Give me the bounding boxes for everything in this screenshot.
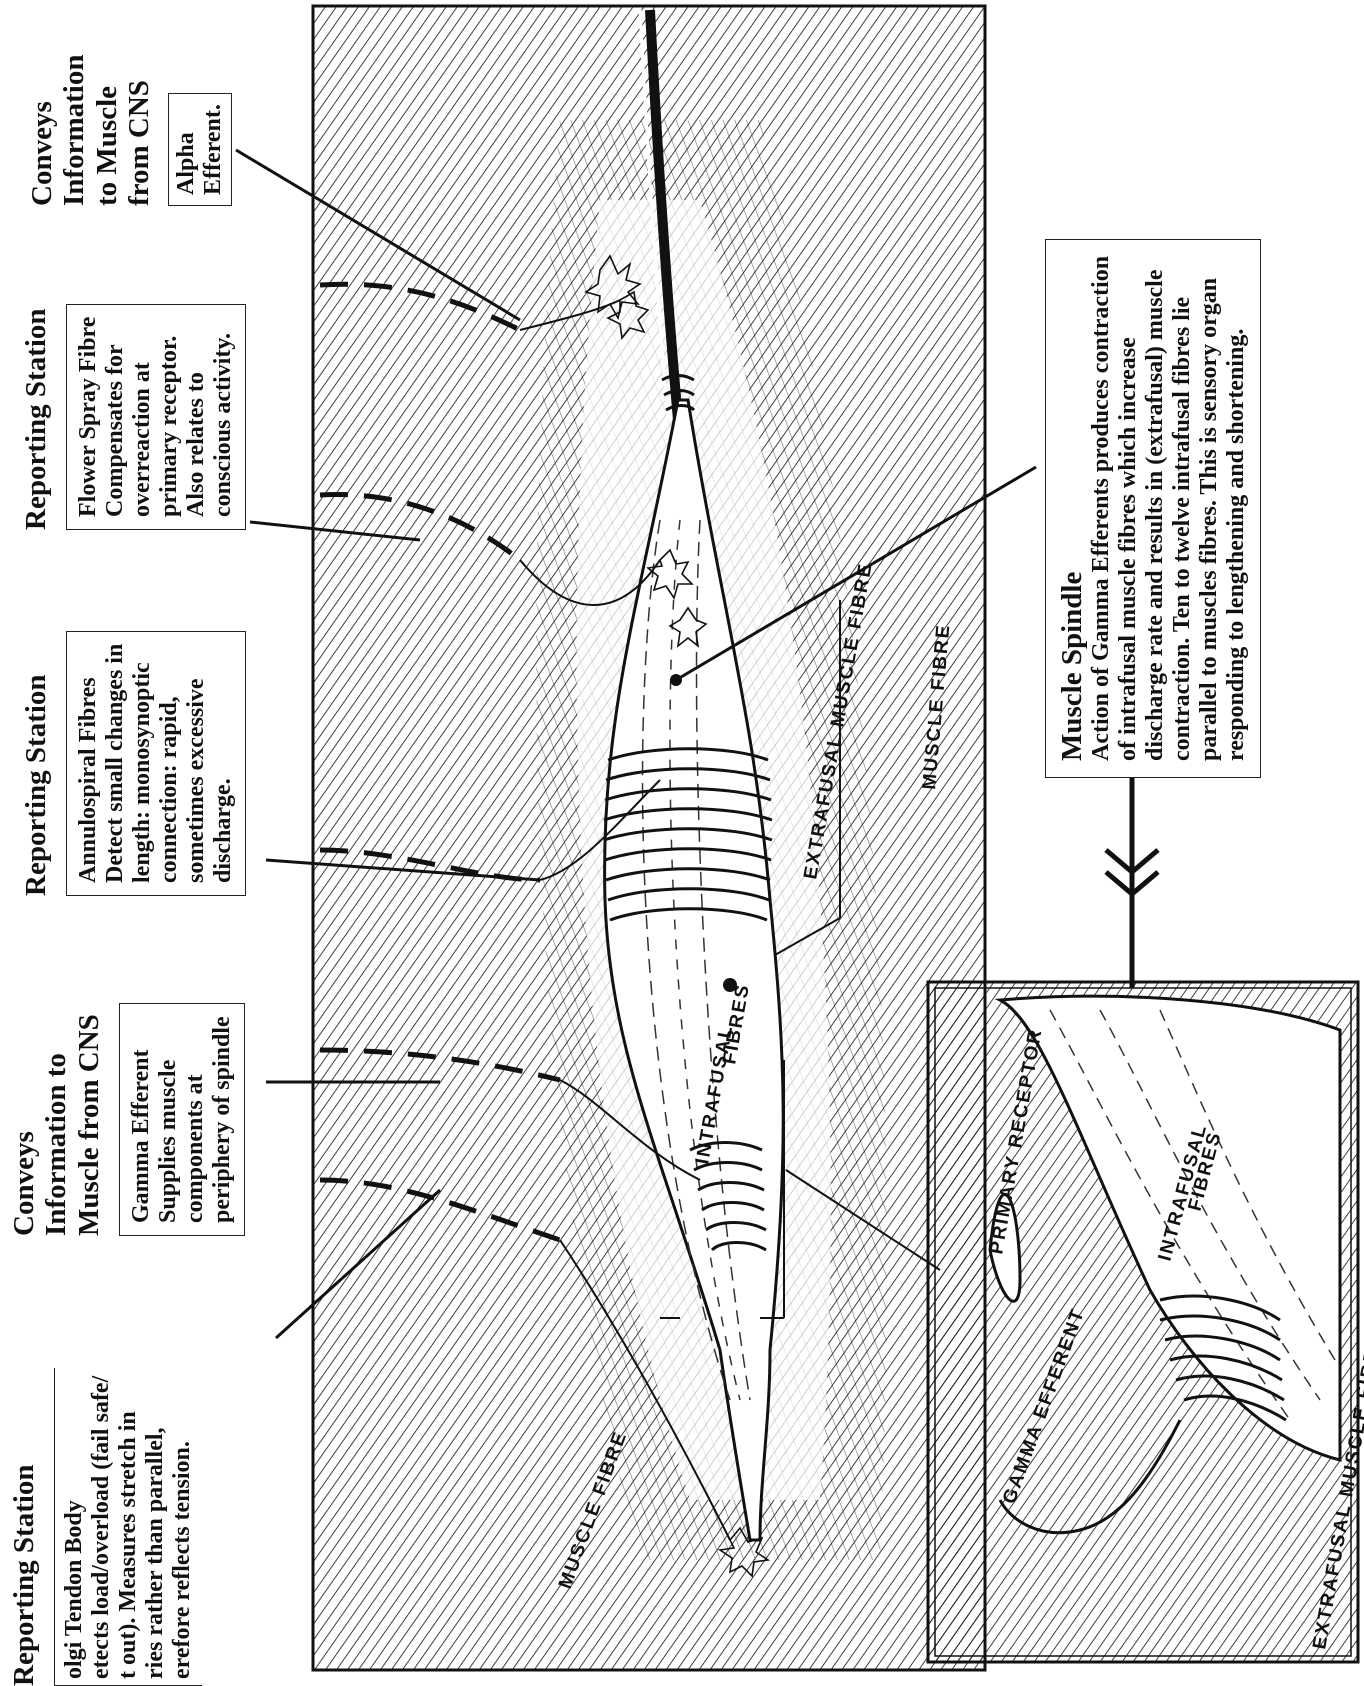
annulospiral-annotation: Reporting Station Annulospiral Fibres De… bbox=[20, 631, 246, 896]
golgi-title: olgi Tendon Body bbox=[61, 1376, 88, 1679]
golgi-annotation: Reporting Station olgi Tendon Body etect… bbox=[8, 1368, 202, 1686]
muscle-spindle-line-4: contraction. Ten to twelve intrafusal fi… bbox=[1169, 256, 1196, 761]
alpha-annotation: Conveys Information to Muscle from CNS A… bbox=[26, 55, 232, 206]
annulospiral-line-2: length: monosynoptic bbox=[129, 644, 156, 883]
annulospiral-line-4: sometimes excessive bbox=[183, 644, 210, 883]
gamma-line-3: periphery of spindle bbox=[209, 1016, 236, 1223]
muscle-spindle-annotation: Muscle Spindle Action of Gamma Efferents… bbox=[1045, 239, 1261, 778]
golgi-heading: Reporting Station bbox=[8, 1368, 40, 1686]
gamma-heading-line-3: Muscle from CNS bbox=[73, 1003, 105, 1236]
flower-spray-line-2: overreaction at bbox=[129, 317, 156, 517]
gamma-title: Gamma Efferent bbox=[128, 1016, 155, 1223]
golgi-line-4: erefore reflects tension. bbox=[169, 1376, 196, 1679]
flower-spray-line-4: Also relates to bbox=[183, 317, 210, 517]
muscle-spindle-line-6: responding to lengthening and shortening… bbox=[1223, 256, 1250, 761]
flower-spray-title: Flower Spray Fibre bbox=[75, 317, 102, 517]
muscle-spindle-title: Muscle Spindle bbox=[1056, 256, 1088, 761]
annulospiral-line-1: Detect small changes in bbox=[102, 644, 129, 883]
golgi-line-1: etects load/overload (fail safe/ bbox=[88, 1376, 115, 1679]
muscle-spindle-line-1: Action of Gamma Efferents produces contr… bbox=[1088, 256, 1115, 761]
annulospiral-heading: Reporting Station bbox=[20, 631, 52, 896]
golgi-line-2: t out). Measures stretch in bbox=[115, 1376, 142, 1679]
flower-spray-line-3: primary receptor. bbox=[156, 317, 183, 517]
inset-illustration: PRIMARY RECEPTOR GAMMA EFFERENT INTRAFUS… bbox=[928, 982, 1364, 1662]
alpha-heading: Conveys Information to Muscle from CNS bbox=[26, 55, 156, 206]
alpha-heading-line-4: from CNS bbox=[123, 55, 155, 206]
flower-spray-heading: Reporting Station bbox=[20, 304, 52, 530]
golgi-line-3: ries rather than parallel, bbox=[142, 1376, 169, 1679]
alpha-heading-line-2: Information bbox=[58, 55, 90, 206]
muscle-spindle-line-5: parallel to muscles fibres. This is sens… bbox=[1196, 256, 1223, 761]
gamma-annotation: Conveys Information to Muscle from CNS G… bbox=[8, 1003, 245, 1236]
spindle-to-inset-arrow bbox=[1106, 778, 1158, 988]
annulospiral-title: Annulospiral Fibres bbox=[75, 644, 102, 883]
flower-spray-line-1: Compensates for bbox=[102, 317, 129, 517]
gamma-heading: Conveys Information to Muscle from CNS bbox=[8, 1003, 105, 1236]
annulospiral-line-5: discharge. bbox=[210, 644, 237, 883]
muscle-spindle-line-2: of intrafusal muscle fibres which increa… bbox=[1115, 256, 1142, 761]
alpha-line-1: Alpha bbox=[173, 104, 200, 195]
alpha-heading-line-3: to Muscle bbox=[91, 55, 123, 206]
muscle-spindle-line-3: discharge rate and results in (extrafusa… bbox=[1142, 256, 1169, 761]
annulospiral-line-3: connection: rapid, bbox=[156, 644, 183, 883]
flower-spray-line-5: conscious activity. bbox=[210, 317, 237, 517]
main-illustration: INTRAFUSAL FIBRES EXTRAFUSAL MUSCLE FIBR… bbox=[236, 6, 1036, 1670]
gamma-heading-line-1: Conveys bbox=[8, 1003, 40, 1236]
flower-spray-annotation: Reporting Station Flower Spray Fibre Com… bbox=[20, 304, 246, 530]
alpha-line-2: Efferent. bbox=[200, 104, 227, 195]
gamma-line-1: Supplies muscle bbox=[155, 1016, 182, 1223]
gamma-heading-line-2: Information to bbox=[40, 1003, 72, 1236]
alpha-heading-line-1: Conveys bbox=[26, 55, 58, 206]
gamma-line-2: components at bbox=[182, 1016, 209, 1223]
